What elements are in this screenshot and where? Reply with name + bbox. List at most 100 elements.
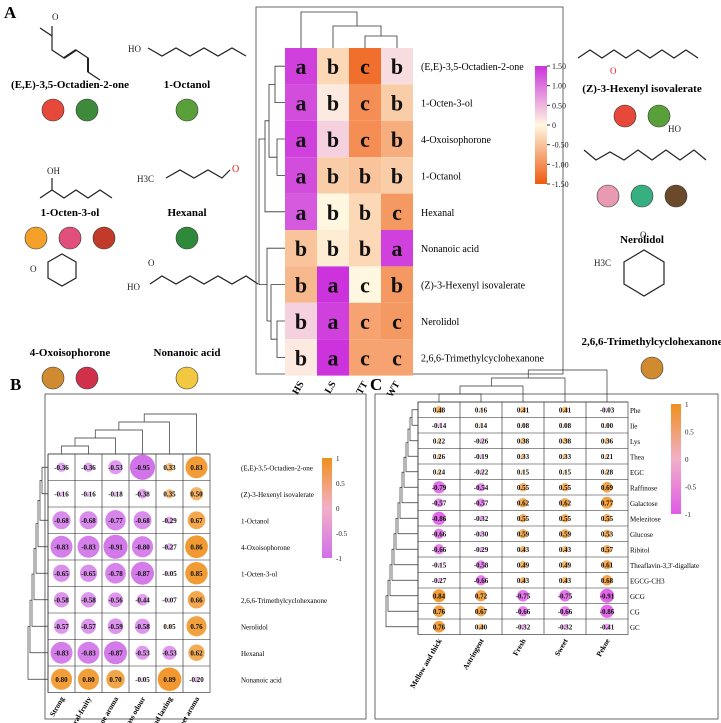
heatmap-cell: [285, 230, 317, 267]
correlation-bubble: [185, 456, 208, 479]
column-label: Fresh: [511, 636, 528, 657]
correlation-value: 0.43: [559, 546, 572, 554]
correlation-value: -0.83: [54, 543, 69, 551]
dendro-link: [438, 393, 482, 402]
correlation-value: -0.75: [558, 592, 573, 600]
dendro-link: [411, 409, 418, 426]
correlation-value: -0.91: [600, 592, 615, 600]
row-label: 1-Octen-3-ol: [421, 99, 473, 110]
correlation-bubble: [478, 547, 484, 552]
correlation-value: -0.29: [474, 546, 489, 554]
correlation-value: 0.49: [559, 561, 572, 569]
correlation-bubble: [105, 562, 126, 584]
herb-leaf-icon-shape: [647, 104, 671, 128]
row-label: 2,6,6-Trimethylcyclohexanone: [421, 353, 545, 364]
colorbar-tick-label: -1.50: [552, 180, 569, 189]
heatmap-cell: [317, 48, 349, 85]
heatmap-cell: [349, 48, 381, 85]
correlation-value: 0.59: [517, 530, 530, 538]
correlation-value: -0.91: [108, 543, 123, 551]
correlation-bubble: [476, 483, 486, 492]
herb-leaf-icon: [175, 98, 199, 122]
correlation-bubble: [52, 564, 71, 582]
correlation-bubble: [433, 620, 445, 633]
colorbar-tick-label: -1: [336, 555, 342, 563]
dendro-link: [31, 573, 48, 627]
compound-name: Nonanoic acid: [154, 347, 221, 359]
correlation-bubble: [520, 437, 526, 444]
correlation-bubble: [479, 454, 483, 459]
correlation-bubble: [600, 604, 614, 618]
atom-label: O: [30, 264, 37, 274]
correlation-bubble: [561, 576, 569, 584]
correlation-bubble: [560, 497, 570, 508]
dendro-link: [143, 413, 197, 454]
significance-letter: b: [295, 345, 307, 370]
heatmap-cell: [349, 193, 381, 230]
correlation-value: -0.30: [474, 530, 489, 538]
heatmap-cell: [317, 193, 349, 230]
colorbar-tick-label: 1: [336, 455, 340, 463]
rose-icon-shape: [75, 366, 99, 390]
row-label: Hexanal: [241, 650, 264, 658]
correlation-value: 0.68: [601, 577, 614, 585]
correlation-value: 0.38: [559, 437, 572, 445]
correlation-bubble: [108, 460, 123, 475]
correlation-bubble: [432, 481, 446, 494]
heatmap-cell: [285, 339, 317, 376]
heatmap-cell: [349, 339, 381, 376]
correlation-value: 0.67: [475, 608, 488, 616]
column-label: Strong: [48, 695, 67, 718]
correlation-value: 0.43: [559, 577, 572, 585]
correlation-value: 0.77: [601, 499, 614, 507]
colorbar-tick-label: 1.00: [552, 82, 566, 91]
correlation-value: 0.26: [433, 453, 446, 461]
correlation-value: 0.59: [559, 530, 572, 538]
significance-letter: b: [391, 127, 403, 152]
honey-jar-icon: [41, 366, 65, 390]
correlation-bubble: [562, 437, 568, 444]
compound-name: 1-Octanol: [164, 79, 210, 91]
correlation-bubble: [563, 469, 567, 474]
heatmap-cell: [285, 193, 317, 230]
correlation-bubble: [130, 561, 155, 585]
trimethylcyclohexanone-structure: [623, 249, 665, 297]
heatmap-cell: [317, 302, 349, 340]
significance-letter: b: [391, 54, 403, 79]
significance-letter: b: [359, 236, 371, 261]
panel-c-frame: [374, 393, 719, 720]
correlation-value: -0.27: [432, 577, 447, 585]
correlation-bubble: [521, 469, 525, 474]
correlation-value: 0.24: [433, 468, 446, 476]
significance-letter: c: [360, 309, 370, 334]
correlation-value: -0.59: [108, 623, 123, 631]
correlation-bubble: [559, 606, 571, 617]
correlation-bubble: [433, 605, 445, 618]
correlation-value: 0.72: [475, 592, 488, 600]
correlation-bubble: [186, 616, 207, 637]
correlation-value: 0.80: [55, 676, 68, 684]
compound-name: (Z)-3-Hexenyl isovalerate: [582, 83, 702, 95]
heatmap-cell: [349, 84, 381, 121]
correlation-bubble: [77, 641, 100, 664]
correlation-value: 0.62: [517, 499, 530, 507]
correlation-bubble: [187, 511, 206, 530]
row-label: Glucose: [630, 531, 653, 539]
heatmap-cell: [317, 266, 349, 303]
row-label: 1-Octanol: [421, 171, 461, 182]
correlation-value: 0.49: [517, 561, 530, 569]
correlation-value: -0.95: [135, 464, 150, 472]
correlation-value: -0.80: [135, 543, 150, 551]
column-label: Sweet: [553, 637, 570, 658]
correlation-value: 0.35: [163, 490, 176, 498]
correlation-bubble: [562, 453, 568, 459]
correlation-value: 0.76: [190, 623, 203, 631]
correlation-value: -0.66: [432, 530, 447, 538]
correlation-bubble: [518, 529, 528, 539]
colorbar: [322, 458, 332, 558]
correlation-bubble: [77, 668, 100, 690]
row-label: CG: [630, 608, 640, 616]
row-label: Galactose: [630, 500, 658, 508]
